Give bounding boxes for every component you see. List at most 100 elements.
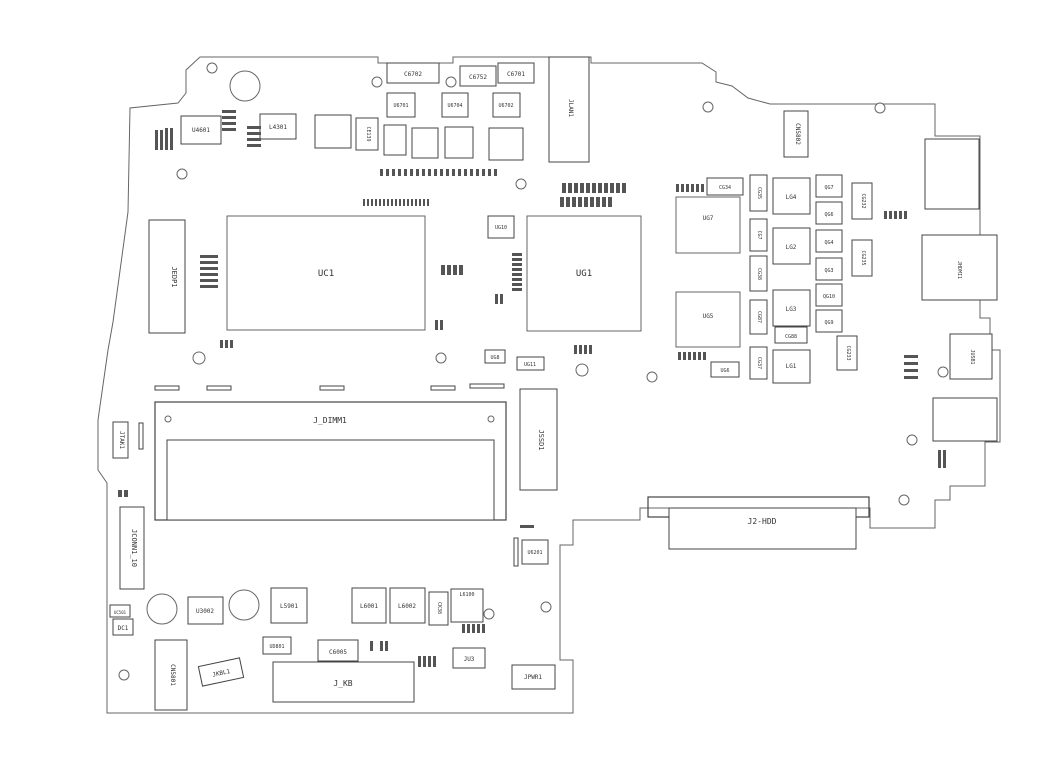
silkscreen-marker (469, 383, 505, 389)
u4601-label: U4601 (192, 127, 210, 134)
c6005-part (317, 639, 359, 662)
c6752-part (459, 65, 497, 87)
mounting-hole (118, 669, 130, 681)
power-inductor (444, 126, 474, 159)
cg37-part (749, 346, 768, 380)
l4301-part (259, 113, 297, 140)
j-dimm1-label: J_DIMM1 (313, 416, 347, 425)
jlan1-connector (548, 56, 590, 163)
u6702-label: U6702 (498, 103, 513, 109)
ck38-label: CK38 (436, 602, 442, 614)
ug10-label: UG10 (495, 225, 507, 231)
qg3-label: QG3 (824, 268, 833, 274)
u6702-part (492, 92, 521, 118)
qg7-part (815, 174, 843, 198)
ju3-label: JU3 (464, 656, 475, 663)
mounting-hole (176, 168, 188, 180)
l6100-part (450, 588, 484, 623)
cg37-label: CG37 (756, 357, 762, 369)
cn5801-connector (154, 639, 188, 711)
u4601-part (180, 115, 222, 145)
ug8-part (484, 349, 506, 364)
ck38-part (428, 591, 449, 626)
uc501-label: UC501 (114, 610, 127, 615)
qg6-label: QG6 (824, 212, 833, 218)
u6704-label: U6704 (447, 103, 462, 109)
mounting-hole (206, 62, 218, 74)
qg9-part (815, 309, 843, 333)
power-inductor (488, 127, 524, 161)
qg3-part (815, 257, 843, 281)
ud801-part (262, 636, 292, 655)
jkbl1-connector (197, 657, 245, 687)
uc1-label: UC1 (318, 269, 334, 279)
dc1-label: DC1 (118, 625, 129, 632)
lg2-label: LG2 (786, 244, 797, 251)
cg235-part (851, 239, 873, 277)
u3002-part (187, 596, 224, 625)
cg34-part (706, 177, 744, 196)
ug5-chip (675, 291, 741, 348)
lg3-label: LG3 (786, 306, 797, 313)
cg38-part (749, 255, 768, 292)
cg7-part (749, 218, 768, 252)
jpwr1-label: JPWR1 (524, 674, 542, 681)
usb-port (924, 138, 980, 210)
jssd1-connector (519, 388, 558, 491)
j2-hdd-label: J2-HDD (748, 517, 777, 526)
l5901-label: L5901 (280, 603, 298, 610)
mounting-hole (540, 601, 552, 613)
u6701-label: U6701 (393, 103, 408, 109)
c6701-label: C6701 (507, 71, 525, 78)
power-inductor (383, 124, 407, 156)
cg232-part (851, 182, 873, 220)
c6702-part (386, 62, 440, 84)
mounting-hole (575, 363, 589, 377)
l6001-label: L6001 (360, 603, 378, 610)
l6100-label: L6100 (459, 592, 474, 598)
cg235-label: CG235 (860, 250, 866, 265)
jkbl1-label: JKBL1 (212, 668, 232, 679)
jhdmi1-label: JHDMI1 (956, 261, 962, 279)
cg35-part (749, 174, 768, 212)
jhdmi1-port (921, 234, 998, 301)
ju3-connector (452, 647, 486, 669)
cg34-label: CG34 (719, 185, 731, 191)
cg233-part (836, 335, 858, 371)
silkscreen-marker (319, 385, 345, 391)
cn5802-label: CN5802 (794, 123, 801, 145)
qg10-part (815, 283, 843, 307)
mounting-hole (898, 494, 910, 506)
ug7-chip (675, 196, 741, 254)
silkscreen-marker (138, 422, 144, 450)
u3002-label: U3002 (196, 608, 214, 615)
audio-jack (932, 397, 998, 442)
cg7-label: CG7 (756, 230, 762, 239)
jlan1-label: JLAN1 (567, 99, 574, 117)
lg1-part (772, 349, 811, 384)
j-kb-connector (272, 661, 415, 703)
cg35-label: CG35 (756, 187, 762, 199)
lg4-part (772, 177, 811, 215)
l4301-label: L4301 (269, 124, 287, 131)
l6002-label: L6002 (398, 603, 416, 610)
qg7-label: QG7 (824, 185, 833, 191)
j2-hdd-body (668, 507, 857, 550)
ug8-label: UG8 (490, 355, 499, 361)
lg3-part (772, 289, 811, 327)
jssd1-label: JSSD1 (537, 429, 545, 450)
c6005-label: C6005 (329, 649, 347, 656)
jconn1-10-connector (119, 506, 145, 590)
l5901-part (270, 587, 308, 624)
u6201-label: U6201 (527, 550, 542, 556)
cg88-label: CG88 (785, 334, 797, 340)
ug6-label: UG6 (720, 368, 729, 374)
qg4-label: QG4 (824, 240, 833, 246)
ug1-label: UG1 (576, 269, 592, 279)
ud801-label: UD801 (269, 644, 284, 650)
large-capacitor (228, 589, 260, 621)
power-inductor (411, 127, 439, 159)
qg9-label: QG9 (824, 320, 833, 326)
lg2-part (772, 227, 811, 265)
mounting-hole (192, 351, 206, 365)
